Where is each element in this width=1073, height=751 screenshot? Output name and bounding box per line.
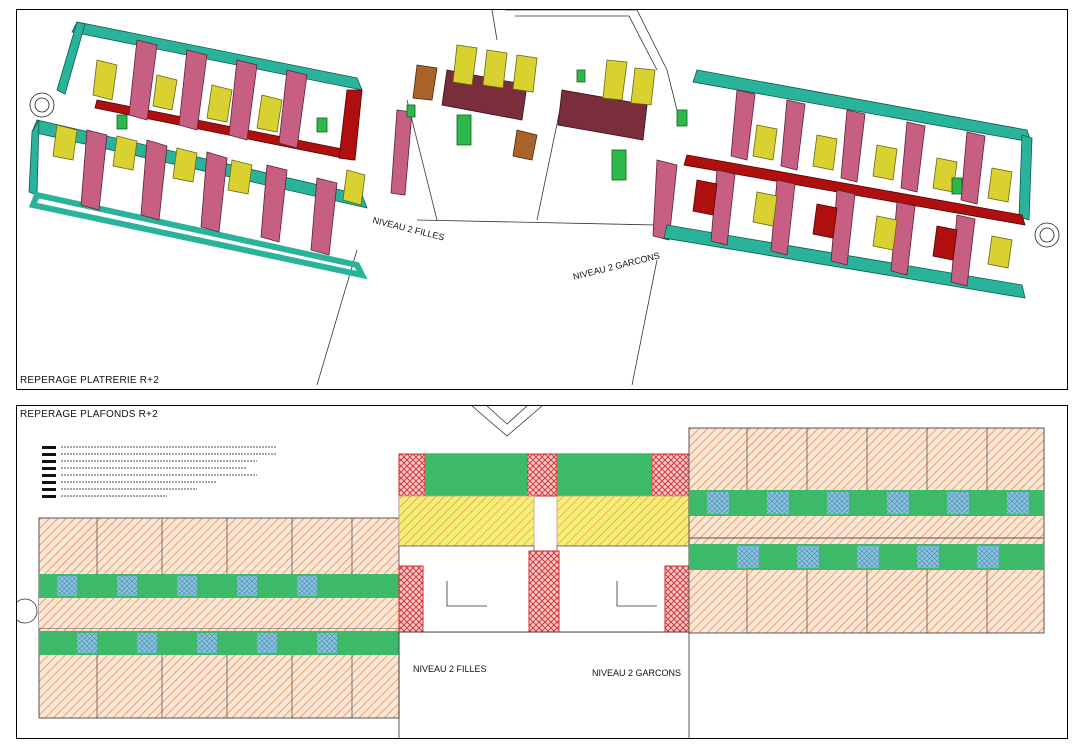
legend-block	[42, 446, 277, 498]
right-wing-ceiling	[688, 427, 1045, 634]
staircase-symbols	[29, 92, 1060, 248]
girls-level-label-bottom: NIVEAU 2 FILLES	[413, 664, 487, 674]
central-core	[390, 44, 678, 241]
left-wing-upper	[56, 21, 363, 161]
left-wing-ceiling	[17, 517, 400, 719]
left-wing-lower	[28, 114, 368, 280]
ceiling-drawing	[17, 406, 1045, 738]
ceiling-title: REPERAGE PLAFONDS R+2	[20, 409, 158, 420]
plasterwork-drawing	[28, 10, 1060, 386]
plasterwork-title: REPERAGE PLATRERIE R+2	[20, 375, 159, 386]
lower-construction-lines	[398, 631, 690, 738]
ceiling-panel: REPERAGE PLAFONDS R+2 NIVEAU 2 FILLES NI…	[16, 405, 1068, 739]
construction-lines	[316, 10, 678, 386]
right-wing-upper	[676, 69, 1033, 226]
central-core-ceiling	[398, 406, 690, 633]
boys-level-label-bottom: NIVEAU 2 GARCONS	[592, 668, 682, 678]
plasterwork-panel: NIVEAU 2 FILLES NIVEAU 2 GARCONS REPERAG…	[16, 9, 1068, 390]
right-wing-lower	[663, 169, 1026, 299]
